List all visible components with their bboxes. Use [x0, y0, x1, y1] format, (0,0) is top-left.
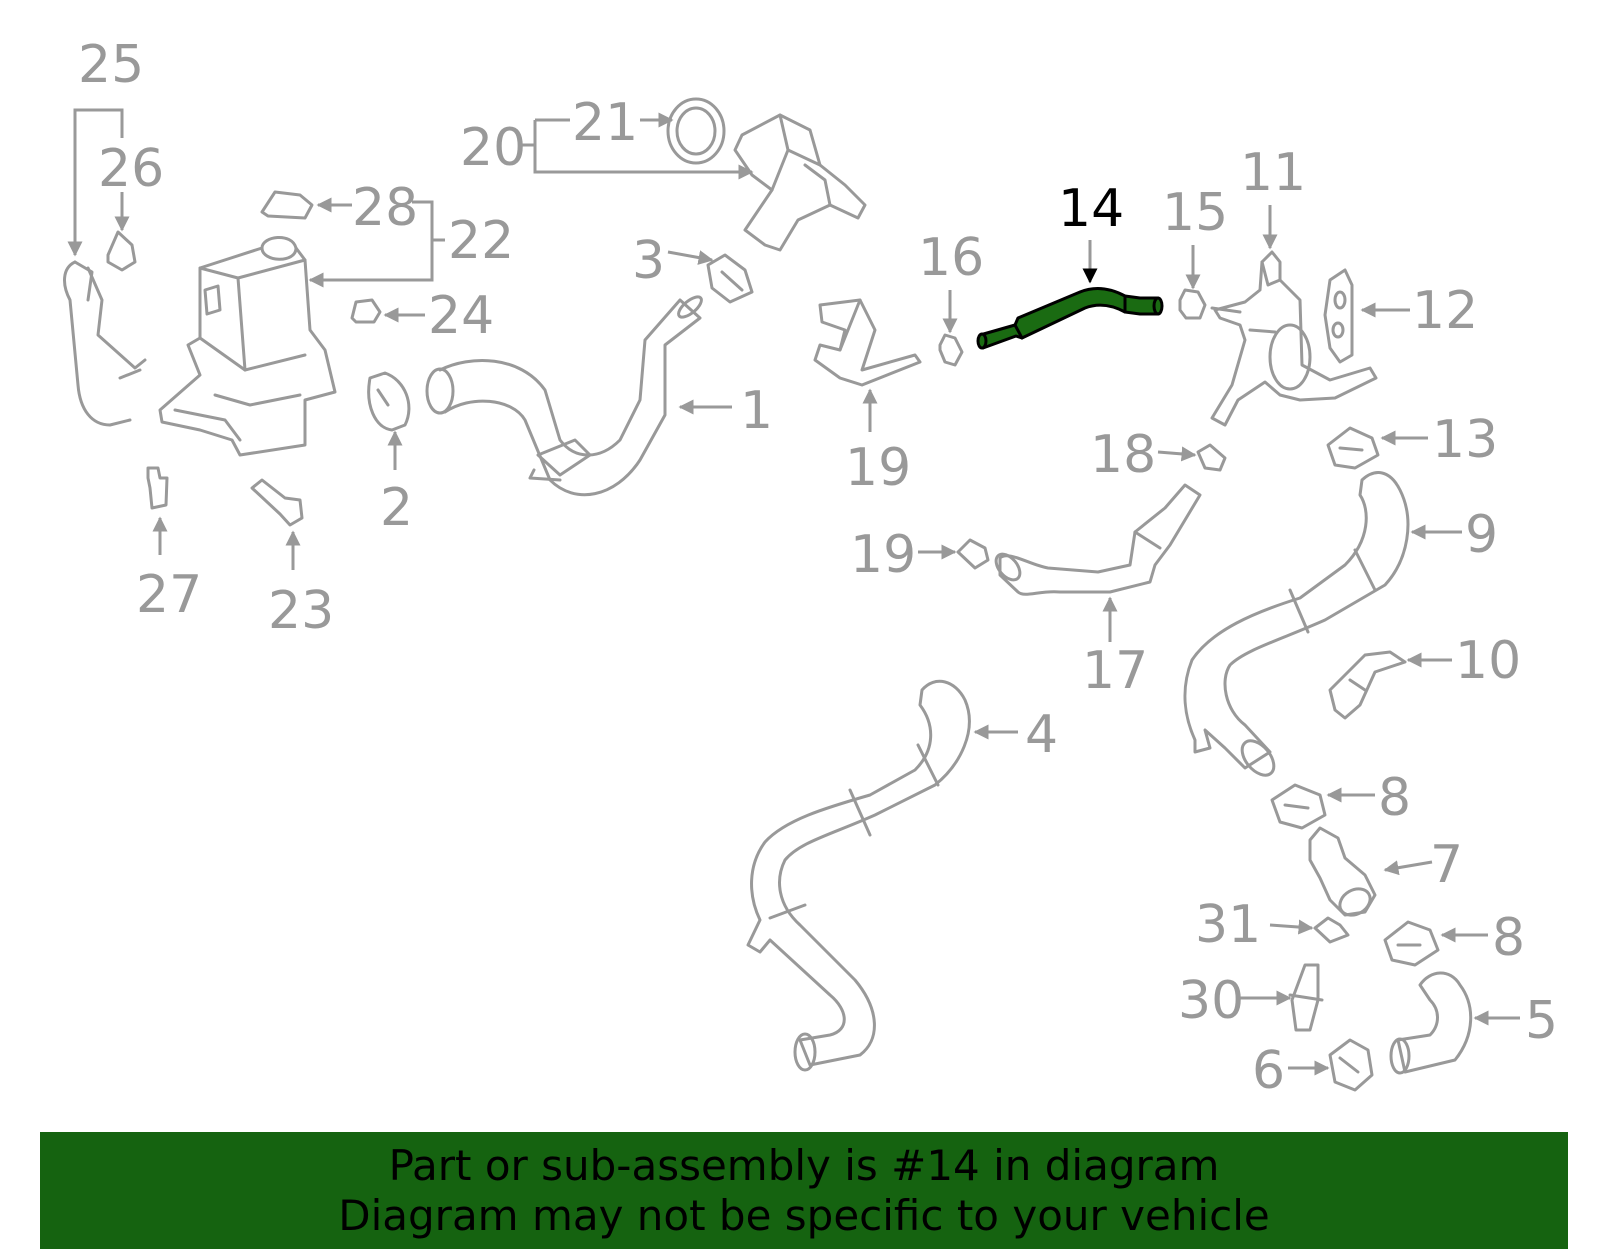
part-27-clip — [106, 230, 137, 272]
part-19-clip — [956, 538, 990, 570]
callout-8-upper: 8 — [1378, 768, 1411, 828]
part-7-thermostat — [1308, 826, 1377, 917]
callout-25: 24 — [428, 286, 494, 346]
part-1-hose — [425, 295, 703, 497]
callout-24: 23 — [268, 581, 334, 641]
callout-18: 18 — [1090, 425, 1156, 485]
callout-7: 7 — [1430, 835, 1463, 895]
callout-15: 15 — [1162, 183, 1228, 243]
callout-3: 3 — [632, 231, 665, 291]
leader-18 — [1157, 446, 1197, 462]
callout-12: 12 — [1412, 281, 1478, 341]
part-8-lower-clamp — [1383, 920, 1440, 967]
callout-26: 25 — [78, 35, 144, 95]
part-18-clip — [1196, 443, 1227, 472]
part-26-pipe — [63, 260, 147, 427]
leader-26-left — [67, 108, 100, 257]
part-10-bracket — [1328, 650, 1407, 720]
part-23-reservoir — [158, 236, 337, 457]
callout-17: 17 — [1082, 641, 1148, 701]
callout-8-lower: 8 — [1492, 908, 1525, 968]
part-16-clip — [938, 333, 964, 367]
part-31-clip — [1313, 916, 1350, 944]
callout-30: 30 — [1178, 971, 1244, 1031]
part-4-hose — [746, 679, 971, 1072]
leader-7 — [1383, 860, 1433, 876]
callout-2: 2 — [380, 478, 413, 538]
part-6-clamp — [1328, 1038, 1374, 1092]
callout-19: 19 — [850, 525, 916, 585]
part-28-clip — [146, 466, 169, 510]
info-banner: Part or sub-assembly is #14 in diagram D… — [40, 1132, 1568, 1249]
callout-5: 5 — [1525, 991, 1558, 1051]
part-24-bolt — [250, 478, 304, 527]
part-12-gasket — [1323, 268, 1354, 364]
callout-4: 4 — [1025, 705, 1058, 765]
callout-21: 20 — [460, 118, 526, 178]
part-3-clamp — [706, 253, 754, 304]
callout-13: 13 — [1432, 410, 1498, 470]
part-20-pipe — [813, 298, 922, 387]
part-14-hose — [976, 287, 1164, 350]
callout-1: 1 — [740, 381, 773, 441]
callout-20: 19 — [845, 438, 911, 498]
callout-27: 26 — [98, 139, 164, 199]
leader-21 — [533, 120, 754, 180]
callout-23: 22 — [448, 211, 514, 271]
part-22-oring — [666, 97, 726, 165]
part-17-hose — [994, 483, 1202, 596]
callout-28: 27 — [136, 565, 202, 625]
part-11-outlet — [1210, 250, 1378, 427]
part-21-housing — [733, 113, 867, 252]
part-9-hose — [1183, 471, 1410, 777]
callout-9: 9 — [1465, 505, 1498, 565]
callout-22: 21 — [572, 93, 638, 153]
part-30-sensor — [1288, 963, 1324, 1032]
callout-11: 11 — [1240, 143, 1306, 203]
part-8-upper-clamp — [1270, 783, 1327, 830]
callout-14: 14 — [1058, 179, 1124, 239]
callout-31: 31 — [1195, 895, 1261, 955]
leader-26-right — [100, 108, 124, 138]
part-13-clamp — [1326, 426, 1380, 470]
leader-31 — [1269, 919, 1314, 935]
part-25-nut — [350, 298, 382, 324]
part-22-oring-inner — [675, 106, 717, 156]
part-29-clip — [260, 190, 314, 220]
part-15-clip — [1178, 288, 1207, 320]
part-2-clamp — [367, 371, 411, 432]
banner-line-2: Diagram may not be specific to your vehi… — [338, 1190, 1270, 1240]
banner-line-1: Part or sub-assembly is #14 in diagram — [388, 1140, 1220, 1190]
leader-3 — [667, 250, 714, 265]
callout-29: 28 — [352, 178, 418, 238]
callout-6: 6 — [1252, 1041, 1285, 1101]
callout-16: 16 — [918, 228, 984, 288]
part-5-hose — [1389, 971, 1473, 1075]
callout-10: 10 — [1455, 631, 1521, 691]
